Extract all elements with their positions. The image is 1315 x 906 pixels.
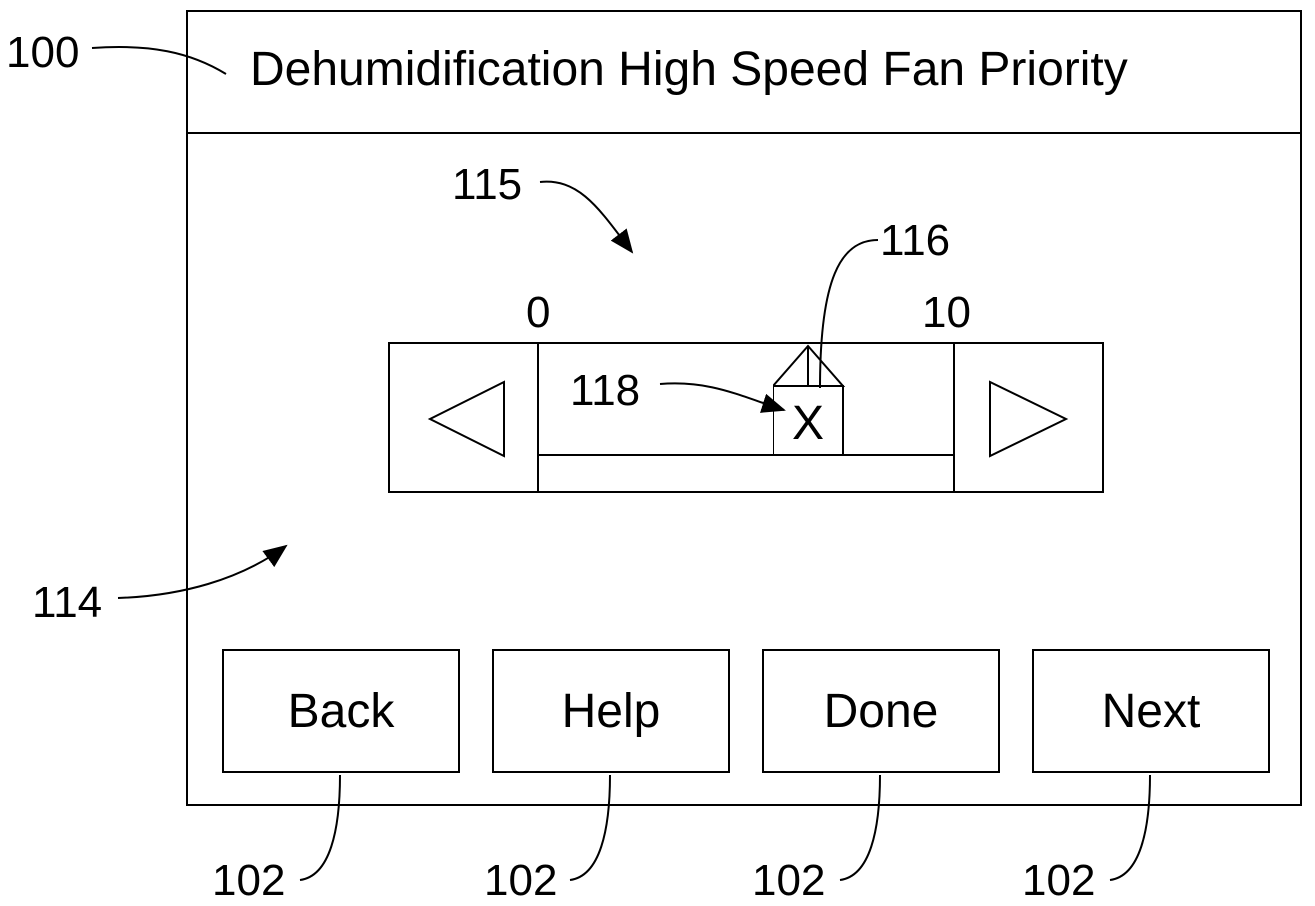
fan-priority-slider: X xyxy=(388,342,1104,493)
ref-button-done: 102 xyxy=(752,856,825,906)
ref-button-back: 102 xyxy=(212,856,285,906)
ref-button-help: 102 xyxy=(484,856,557,906)
ref-area: 114 xyxy=(32,578,102,628)
ref-thumb: 118 xyxy=(570,366,640,416)
done-button[interactable]: Done xyxy=(762,649,1000,773)
next-button[interactable]: Next xyxy=(1032,649,1270,773)
increase-button[interactable] xyxy=(953,344,1102,491)
title-bar: Dehumidification High Speed Fan Priority xyxy=(188,12,1300,134)
ref-slider: 115 xyxy=(452,160,522,210)
back-button[interactable]: Back xyxy=(222,649,460,773)
help-button[interactable]: Help xyxy=(492,649,730,773)
thumb-label: X xyxy=(773,396,843,452)
screen-title: Dehumidification High Speed Fan Priority xyxy=(250,42,1128,98)
slider-thumb[interactable]: X xyxy=(773,344,847,456)
decrease-button[interactable] xyxy=(390,344,539,491)
triangle-right-icon xyxy=(955,344,1104,491)
ref-button-next: 102 xyxy=(1022,856,1095,906)
slider-bar xyxy=(539,454,953,491)
slider-max-label: 10 xyxy=(922,288,971,338)
ref-pointer: 116 xyxy=(880,216,950,266)
ref-screen: 100 xyxy=(6,28,79,78)
triangle-left-icon xyxy=(390,344,539,491)
slider-min-label: 0 xyxy=(526,288,550,338)
